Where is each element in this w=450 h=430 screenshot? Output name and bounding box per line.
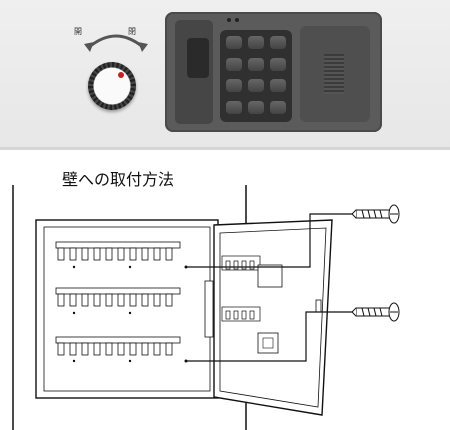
keypad-key[interactable] [270, 79, 286, 92]
electronic-lock-panel [165, 12, 382, 132]
door-plate [257, 264, 283, 288]
keypad-key[interactable] [226, 79, 242, 92]
cabinet-body [35, 219, 219, 399]
hook-row-2 [55, 287, 181, 307]
status-led [227, 18, 231, 22]
hook-row-1 [55, 241, 181, 261]
keypad-key[interactable] [248, 57, 264, 71]
photo-bottom-edge [0, 147, 450, 150]
keypad-key[interactable] [248, 79, 264, 92]
door-inner [219, 227, 327, 408]
numeric-keypad [220, 30, 292, 122]
keypad-key[interactable] [226, 100, 242, 114]
cabinet-dots [72, 265, 188, 363]
mounting-leader-lines [186, 213, 352, 362]
lock-plate [257, 332, 279, 354]
keypad-key[interactable] [248, 100, 264, 114]
dial-label-open: 開 [74, 27, 82, 36]
section-title: 壁への取付方法 [62, 170, 175, 189]
product-photo: 開 閉 [0, 0, 450, 150]
screw-icon [351, 302, 400, 322]
keypad-key[interactable] [248, 36, 264, 49]
keypad-key[interactable] [270, 100, 286, 114]
dial-indicator-dot [118, 72, 124, 78]
keypad-key[interactable] [270, 57, 286, 71]
hook-row-3 [55, 336, 181, 356]
battery-cover [300, 26, 370, 122]
keypad-key[interactable] [226, 36, 242, 49]
door-latch [315, 299, 322, 313]
hinge [204, 280, 214, 338]
rotary-dial-assembly: 開 閉 [70, 20, 160, 120]
keypad-key[interactable] [270, 36, 286, 49]
fingerprint-housing [175, 20, 213, 124]
screw-icon [351, 204, 400, 224]
rotary-dial-knob[interactable] [88, 62, 136, 110]
cover-grille [324, 54, 344, 94]
rotation-arrow-icon [84, 34, 148, 52]
status-led [235, 18, 239, 22]
wall-mounting-diagram [12, 185, 400, 430]
fingerprint-sensor[interactable] [187, 38, 209, 78]
dial-label-close: 閉 [128, 27, 136, 36]
keypad-key[interactable] [226, 57, 242, 71]
